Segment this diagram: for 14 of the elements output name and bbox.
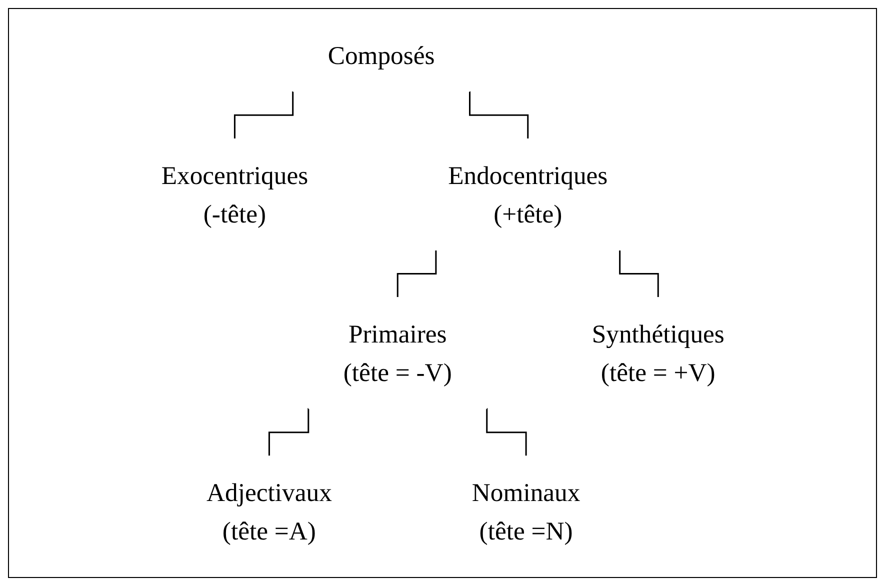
diagram-frame: Composés Exocentriques (-tête) Endocentriques (+tête) Primaires (tête = -V) Synthétiques (tête = +V) Adjectivaux (tête =A) Nominaux (tête =N): [8, 8, 877, 578]
node-text: Nominaux (tête =N): [472, 478, 580, 546]
node-text: Exocentriques (-tête): [160, 160, 308, 228]
connector: [396, 250, 436, 298]
node-text: Endocentriques (+tête): [448, 160, 608, 228]
connector: [468, 91, 528, 140]
node-text: Composés: [327, 40, 434, 70]
connector: [618, 250, 658, 298]
connector: [268, 408, 309, 456]
connector: [486, 408, 526, 456]
node-text: Adjectivaux (tête =A): [206, 478, 332, 546]
node-text: Primaires (tête = -V): [343, 319, 452, 387]
connector: [234, 91, 294, 140]
node-text: Synthétiques (tête = +V): [591, 319, 724, 387]
